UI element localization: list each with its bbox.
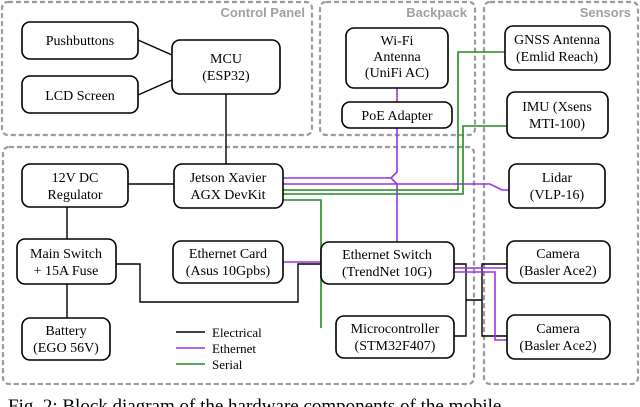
node-ethcard-box [172,240,284,284]
wire-poe-ethswitch [389,128,398,242]
serial-wires [283,51,507,328]
node-gnss-label-1: GNSS Antenna [514,33,601,48]
wire-ethswitch-camera2 [481,300,507,337]
node-camera-2: Camera (Basler Ace2) [506,314,611,360]
node-imu-box [506,91,609,139]
node-imu-label-2: MTI-100) [529,117,585,132]
node-microcontroller-box [335,315,455,359]
node-lidar-label-2: (VLP-16) [530,188,585,203]
node-microcontroller-label-2: (STM32F407) [355,339,436,354]
node-ethcard-label-1: Ethernet Card [189,247,267,262]
node-ethswitch-box [320,241,455,285]
node-imu: IMU (Xsens MTI-100) [506,91,609,139]
group-sensors [482,0,640,386]
node-ethswitch-label-1: Ethernet Switch [342,248,432,263]
node-pushbuttons-label: Pushbuttons [46,34,114,49]
wire-mainswitch-ethswitch [116,263,321,303]
node-poe-label: PoE Adapter [361,109,432,124]
node-regulator-box [21,163,129,208]
node-lidar-label-1: Lidar [542,171,573,186]
node-imu-label-1: IMU (Xsens [522,100,592,115]
node-ethswitch: Ethernet Switch (TrendNet 10G) [320,241,455,285]
node-microcontroller: Microcontroller (STM32F407) [335,315,455,359]
legend: Electrical Ethernet Serial [176,325,262,372]
wire-jetson-gnss [283,51,505,191]
node-gnss-label-2: (Emlid Reach) [516,50,598,65]
group-backpack-main [1,145,476,386]
wire-lcd-mcu [137,79,173,96]
node-mcu-box [171,39,281,95]
node-jetson-label-2: AGX DevKit [190,188,265,203]
node-pushbuttons-box [21,21,139,60]
node-gnss: GNSS Antenna (Emlid Reach) [504,25,611,71]
node-jetson-label-1: Jetson Xavier [190,171,267,186]
node-camera-1-label-1: Camera [536,247,580,262]
wire-ethswitch-camera1 [454,263,507,301]
node-mainswitch-label-1: Main Switch [30,247,102,262]
wire-ethswitch-camera2-eth [454,271,507,341]
node-ethswitch-label-2: (TrendNet 10G) [342,265,432,280]
node-regulator: 12V DC Regulator [21,163,129,208]
legend-serial-label: Serial [212,357,243,372]
wire-pushbuttons-mcu [137,39,173,56]
group-title-sensors: Sensors [580,5,631,20]
group-title-backpack: Backpack [406,5,467,20]
node-wifi-label-1: Wi-Fi [381,34,414,49]
node-regulator-label-1: 12V DC [52,171,99,186]
node-mainswitch: Main Switch + 15A Fuse [16,238,117,285]
node-jetson: Jetson Xavier AGX DevKit [173,163,284,209]
node-mcu: MCU (ESP32) [171,39,281,95]
node-microcontroller-label-1: Microcontroller [351,322,440,337]
node-battery-box [21,317,111,361]
legend-electrical-label: Electrical [212,325,262,340]
node-mcu-label-2: (ESP32) [202,69,250,84]
wire-microcontroller-cameras [454,300,467,337]
node-lidar-box [508,163,606,209]
node-lcd-box [21,75,139,114]
node-battery: Battery (EGO 56V) [21,317,111,361]
electrical-wires [66,39,507,337]
node-battery-label-1: Battery [45,324,86,339]
node-jetson-box [173,163,284,209]
wire-jetson-imu [283,125,507,195]
node-regulator-label-2: Regulator [47,188,103,203]
node-mcu-label-1: MCU [210,52,242,67]
legend-ethernet-label: Ethernet [212,341,256,356]
node-camera-1-box [506,240,611,284]
node-mainswitch-label-2: + 15A Fuse [34,264,99,279]
node-wifi-label-2: Antenna [373,50,421,65]
node-ethcard-label-2: (Asus 10Gpbs) [186,264,271,279]
node-camera-2-label-2: (Basler Ace2) [519,339,597,354]
node-poe-box [341,101,453,129]
node-camera-1: Camera (Basler Ace2) [506,240,611,284]
wire-jetson-lidar [397,183,509,191]
node-mainswitch-box [16,238,117,285]
node-wifi-box [345,27,449,89]
node-gnss-box [504,25,611,71]
node-wifi-label-3: (UniFi AC) [365,66,430,81]
wire-jetson-microcontroller [283,199,322,328]
node-lcd-label: LCD Screen [45,89,115,104]
group-title-control-panel: Control Panel [220,5,305,20]
node-camera-2-label-1: Camera [536,322,580,337]
figure-caption: Fig. 2: Block diagram of the hardware co… [8,396,501,407]
node-lidar: Lidar (VLP-16) [508,163,606,209]
node-camera-2-box [506,314,611,360]
node-pushbuttons: Pushbuttons [21,21,139,60]
node-poe: PoE Adapter [341,101,453,129]
node-wifi: Wi-Fi Antenna (UniFi AC) [345,27,449,89]
node-camera-1-label-2: (Basler Ace2) [519,264,597,279]
group-control-panel [0,0,314,137]
node-lcd: LCD Screen [21,75,139,114]
node-battery-label-2: (EGO 56V) [33,341,99,356]
node-ethcard: Ethernet Card (Asus 10Gpbs) [172,240,284,284]
ethernet-wires [283,88,509,341]
